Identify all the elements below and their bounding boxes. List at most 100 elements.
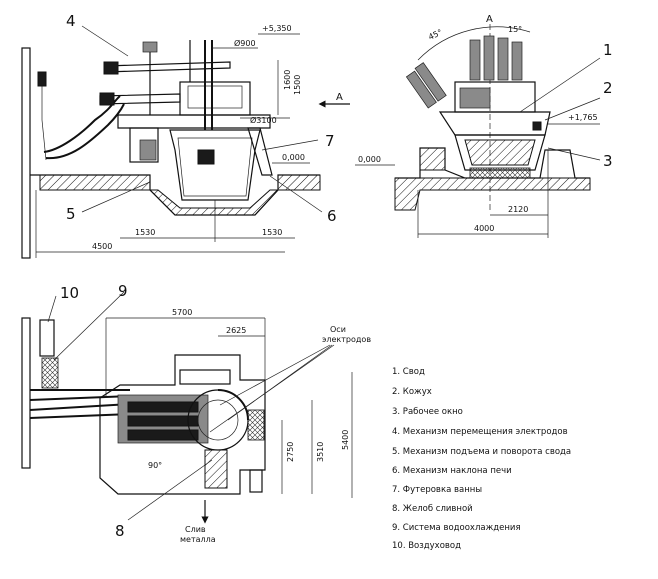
cooling-hose-2: [45, 103, 125, 160]
roof-ring: [117, 114, 271, 129]
angle-45: 45°: [427, 28, 444, 42]
lift-mechanism: [139, 139, 157, 161]
plan-cooling-system: [41, 357, 59, 389]
tilt-cradle: [247, 127, 273, 176]
legend-item-3: 3. Рабочее окно: [392, 407, 463, 417]
axes-leader-1: [219, 344, 331, 406]
callout-2: 2: [603, 79, 613, 97]
electrode-d: [511, 41, 523, 81]
electrode-b: [483, 35, 495, 81]
legend-item-10: 10. Воздуховод: [392, 541, 461, 551]
arm-clamp-lower: [99, 92, 115, 106]
plan-h-2750: 2750: [286, 442, 295, 462]
dim-1500: 1500: [293, 75, 302, 95]
mast-head: [142, 41, 158, 53]
legend-item-2: 2. Кожух: [392, 387, 432, 397]
plan-tilt: [249, 469, 263, 493]
side-pier-left: [419, 147, 446, 171]
dim-1530-right: 1530: [262, 228, 282, 237]
legend-item-9: 9. Система водоохлаждения: [392, 523, 521, 533]
callout-7: 7: [325, 132, 335, 150]
angle-arc-45: [417, 26, 531, 61]
pit-foundation: [148, 189, 280, 216]
side-shell-lining: [464, 139, 536, 166]
plan-w-5700: 5700: [172, 308, 192, 317]
side-elev-1765: +1,765: [568, 113, 598, 122]
side-view-letter: A: [486, 14, 493, 25]
electrode-c: [497, 37, 509, 81]
legend: 1. Свод 2. Кожух 3. Рабочее окно 4. Меха…: [392, 367, 571, 551]
plan-h-5400: 5400: [341, 430, 350, 450]
axes-label-1: Оси: [330, 325, 346, 334]
side-w-2120: 2120: [508, 205, 528, 214]
electrode-housing: [179, 81, 251, 116]
callout-8: 8: [115, 522, 125, 540]
side-shell: [454, 134, 546, 171]
front-view: +5,350 Ø900 1600 1500 Ø3100 0,000 4500 1…: [21, 12, 350, 259]
view-a-label: A: [336, 92, 343, 103]
side-window: [532, 121, 542, 131]
dim-elev-zero: 0,000: [282, 153, 305, 162]
side-view: A 45° 15° 0,000 +1,: [355, 14, 613, 238]
dim-4500: 4500: [92, 242, 112, 251]
callout-5: 5: [66, 205, 76, 223]
tap-label-2: металла: [180, 535, 216, 544]
shell-window: [197, 149, 215, 165]
wall-left: [21, 47, 31, 259]
plan-spout: [204, 449, 228, 489]
side-roof-block: [459, 87, 491, 109]
legend-item-1: 1. Свод: [392, 367, 425, 377]
leader-4: [81, 25, 129, 57]
roof-support: [129, 127, 159, 163]
leader-8: [127, 459, 213, 521]
cooling-hose-1: [43, 95, 121, 153]
dim-elev-top: +5,350: [262, 24, 292, 33]
legend-item-4: 4. Механизм перемещения электродов: [392, 427, 568, 437]
plan-wall: [21, 317, 31, 469]
legend-item-7: 7. Футеровка ванны: [392, 485, 482, 495]
callout-9: 9: [118, 282, 128, 300]
side-base: [469, 167, 531, 179]
leader-9: [53, 291, 125, 361]
electrode-tilted-a: [405, 70, 437, 109]
side-elev-zero: 0,000: [358, 155, 381, 164]
plan-air-duct: [39, 319, 55, 357]
callout-3: 3: [603, 152, 613, 170]
plan-arm-1: [127, 401, 199, 413]
plan-angle-90: 90°: [148, 461, 162, 470]
foundation-right: [277, 174, 321, 191]
angle-15: 15°: [508, 25, 522, 34]
electrode-housing-inner: [187, 85, 243, 109]
plan-arm-3: [127, 429, 199, 441]
leader-7: [261, 139, 319, 151]
dim-900: Ø900: [234, 38, 256, 48]
axes-leader-3: [209, 344, 335, 433]
air-duct-head: [37, 71, 47, 87]
leader-3: [547, 147, 601, 161]
foundation-left: [39, 174, 151, 191]
leader-2: [544, 97, 601, 121]
callout-10: 10: [60, 284, 79, 302]
side-foundation: [394, 177, 591, 211]
arm-clamp-upper: [103, 61, 119, 75]
legend-item-8: 8. Желоб сливной: [392, 504, 473, 514]
plan-roof-arc: [217, 389, 249, 421]
axes-label-2: электродов: [322, 335, 371, 344]
callout-4: 4: [66, 12, 76, 30]
plan-hoses: [29, 389, 131, 419]
plan-w-2625: 2625: [226, 326, 246, 335]
air-duct: [39, 77, 47, 161]
leader-6: [269, 175, 323, 213]
plan-window: [247, 409, 265, 441]
legend-item-5: 5. Механизм подъема и поворота свода: [392, 447, 571, 457]
side-w-4000: 4000: [474, 224, 494, 233]
leader-5: [81, 181, 151, 213]
electrode-tilted-b: [414, 62, 447, 102]
plan-h-3510: 3510: [316, 442, 325, 462]
leader-10: [47, 295, 57, 323]
callout-1: 1: [603, 41, 613, 59]
plan-top-block: [179, 369, 231, 385]
furnace-lining: [177, 137, 253, 197]
plan-furnace-inner: [197, 399, 239, 441]
tap-label-1: Слив: [185, 525, 206, 534]
